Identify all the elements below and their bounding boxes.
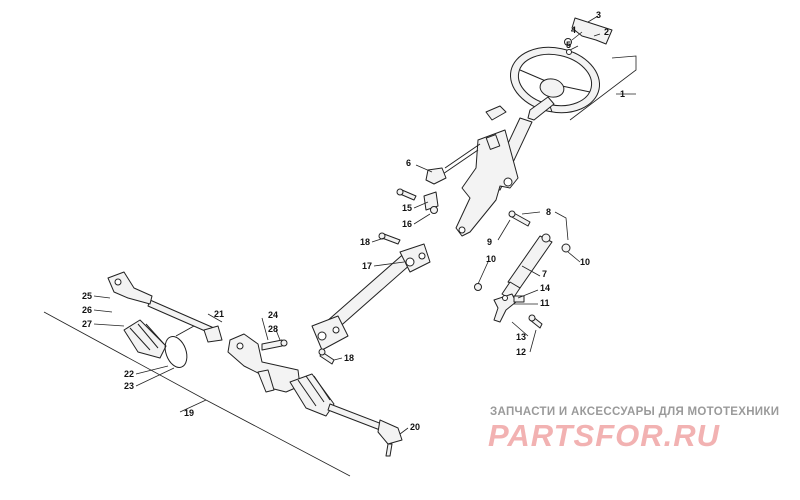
nut-10-right (561, 243, 571, 253)
bolt-18-lower (318, 348, 335, 365)
callout-10-right: 10 (580, 257, 590, 267)
callout-25: 25 (82, 291, 92, 301)
callout-14: 14 (540, 283, 550, 293)
callout-18-lower: 18 (344, 353, 354, 363)
callout-8: 8 (546, 207, 551, 217)
callout-13: 13 (516, 332, 526, 342)
watermark-logo: PARTSFOR.RU (488, 418, 721, 453)
boot-right (289, 373, 335, 417)
spacer-14 (513, 295, 525, 303)
callout-18-upper: 18 (360, 237, 370, 247)
tie-rod-end-left (107, 271, 153, 305)
intermediate-shaft (311, 243, 431, 351)
callout-10-left: 10 (486, 254, 496, 264)
callout-4: 4 (571, 25, 576, 35)
callout-24: 24 (268, 310, 278, 320)
callout-22: 22 (124, 369, 134, 379)
callout-15: 15 (402, 203, 412, 213)
callout-5: 5 (566, 40, 571, 50)
callout-7: 7 (542, 269, 547, 279)
callout-labels: 1 2 3 4 5 6 7 8 9 10 10 11 12 13 14 15 1… (82, 10, 625, 432)
callout-11: 11 (540, 298, 550, 308)
callout-1: 1 (620, 89, 625, 99)
callout-16: 16 (402, 219, 412, 229)
bolt-9 (508, 210, 531, 227)
steering-wheel-cap (564, 17, 613, 55)
tie-rod-right (327, 403, 403, 457)
callout-2: 2 (604, 27, 609, 37)
column-clamp (423, 167, 447, 211)
column-bracket (439, 129, 519, 237)
callout-19: 19 (184, 408, 194, 418)
watermark-tagline: ЗАПЧАСТИ И АКСЕССУАРЫ ДЛЯ МОТОТЕХНИКИ (490, 406, 780, 418)
tie-rod-left (147, 299, 223, 343)
bolt-28 (261, 339, 288, 351)
boot-clamp (164, 325, 195, 368)
callout-12: 12 (516, 347, 526, 357)
leader-lines (43, 15, 637, 477)
bolt-12 (528, 314, 543, 329)
callout-28: 28 (268, 324, 278, 334)
callout-6: 6 (406, 158, 411, 168)
callout-20: 20 (410, 422, 420, 432)
callout-21: 21 (214, 309, 224, 319)
bolt-18-upper (378, 232, 401, 245)
nut-10-left (474, 283, 482, 291)
steering-rack (227, 333, 301, 393)
callout-27: 27 (82, 319, 92, 329)
callout-3: 3 (596, 10, 601, 20)
nut-16 (430, 206, 438, 214)
damper-bracket (493, 293, 517, 323)
boot-left (123, 319, 167, 359)
callout-9: 9 (487, 237, 492, 247)
callout-17: 17 (362, 261, 372, 271)
callout-26: 26 (82, 305, 92, 315)
bolt-15 (396, 188, 417, 201)
steering-wheel (509, 46, 601, 121)
callout-23: 23 (124, 381, 134, 391)
